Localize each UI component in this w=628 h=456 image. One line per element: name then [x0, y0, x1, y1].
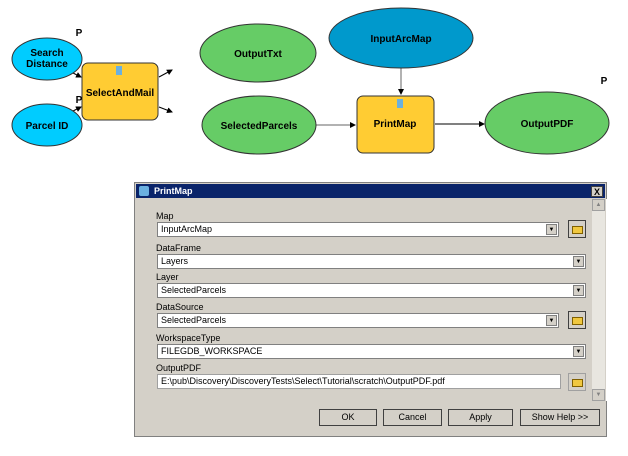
workspacetype-combobox[interactable]: FILEGDB_WORKSPACE▼	[157, 344, 586, 359]
show-help-button[interactable]: Show Help >>	[520, 409, 600, 426]
parameter-marker: P	[76, 28, 83, 39]
dialog-title: PrintMap	[154, 186, 193, 196]
node-label: InputArcMap	[370, 34, 431, 45]
connector	[158, 69, 173, 78]
printmap-dialog: PrintMap X Map InputArcMap▼ DataFrame La…	[134, 182, 607, 437]
node-parcel-id[interactable]: Parcel ID	[11, 103, 83, 147]
node-selected-parcels[interactable]: SelectedParcels	[201, 95, 317, 155]
datasource-label: DataSource	[156, 302, 204, 312]
tool-icon	[397, 99, 403, 108]
dropdown-arrow-icon[interactable]: ▼	[573, 285, 584, 296]
browse-folder-button[interactable]	[568, 311, 586, 329]
node-label: Search	[30, 48, 63, 59]
vertical-scrollbar[interactable]: ▲▼	[592, 199, 605, 401]
apply-button[interactable]: Apply	[448, 409, 513, 426]
folder-icon	[572, 226, 583, 234]
node-label: SelectedParcels	[221, 121, 298, 132]
parameter-marker: P	[601, 76, 608, 87]
outputpdf-label: OutputPDF	[156, 363, 202, 373]
datasource-combobox[interactable]: SelectedParcels▼	[157, 313, 559, 328]
ok-button[interactable]: OK	[319, 409, 377, 426]
node-search-distance[interactable]: Search Distance	[11, 37, 83, 81]
tool-icon	[139, 186, 149, 196]
layer-combobox[interactable]: SelectedParcels▼	[157, 283, 586, 298]
connector	[158, 106, 173, 114]
node-print-map[interactable]: PrintMap	[356, 95, 435, 154]
node-label: OutputPDF	[521, 119, 574, 130]
browse-folder-button[interactable]	[568, 220, 586, 238]
node-label: OutputTxt	[234, 49, 282, 60]
workspacetype-label: WorkspaceType	[156, 333, 221, 343]
node-output-pdf[interactable]: OutputPDF	[484, 91, 610, 155]
cancel-button[interactable]: Cancel	[383, 409, 442, 426]
node-select-and-mail[interactable]: SelectAndMail	[81, 62, 159, 121]
node-label: PrintMap	[374, 119, 417, 130]
node-label: SelectAndMail	[86, 88, 155, 99]
outputpdf-input[interactable]: E:\pub\Discovery\DiscoveryTests\Select\T…	[157, 374, 561, 389]
tool-icon	[116, 66, 122, 75]
dropdown-arrow-icon[interactable]: ▼	[573, 256, 584, 267]
dropdown-arrow-icon[interactable]: ▼	[546, 315, 557, 326]
folder-icon	[572, 317, 583, 325]
dataframe-label: DataFrame	[156, 243, 202, 253]
dropdown-arrow-icon[interactable]: ▼	[546, 224, 557, 235]
layer-label: Layer	[156, 272, 179, 282]
node-label: Parcel ID	[26, 121, 69, 132]
node-input-arc-map[interactable]: InputArcMap	[328, 7, 474, 69]
dropdown-arrow-icon[interactable]: ▼	[573, 346, 584, 357]
scroll-down-icon[interactable]: ▼	[592, 389, 605, 401]
model-diagram: Search Distance Parcel ID SelectAndMail …	[11, 7, 610, 155]
node-label: Distance	[26, 59, 68, 70]
browse-folder-button[interactable]	[568, 373, 586, 391]
folder-icon	[572, 379, 583, 387]
node-output-txt[interactable]: OutputTxt	[199, 23, 317, 83]
map-label: Map	[156, 211, 174, 221]
close-button[interactable]: X	[591, 186, 603, 197]
parameters-panel: Map InputArcMap▼ DataFrame Layers▼ Layer…	[139, 199, 607, 401]
dialog-titlebar[interactable]: PrintMap X	[136, 184, 605, 198]
map-combobox[interactable]: InputArcMap▼	[157, 222, 559, 237]
parameter-marker: P	[76, 95, 83, 106]
scroll-up-icon[interactable]: ▲	[592, 199, 605, 211]
dataframe-combobox[interactable]: Layers▼	[157, 254, 586, 269]
